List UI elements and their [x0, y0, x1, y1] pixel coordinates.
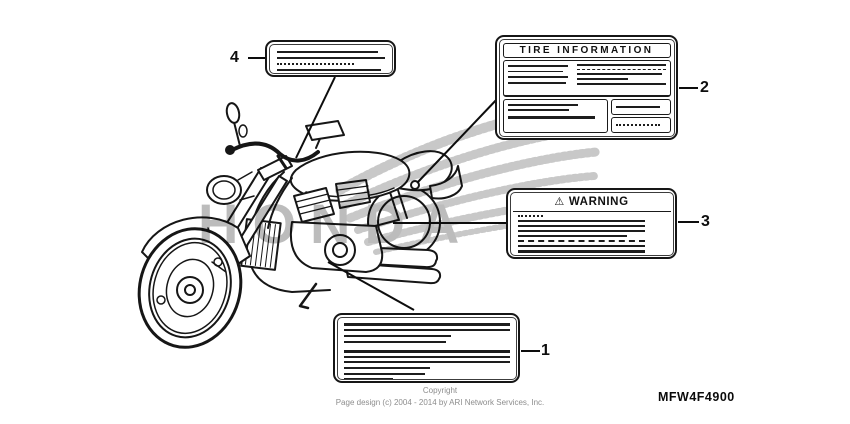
leader-line-4 [295, 76, 336, 159]
tire-information-bottom-right [610, 98, 671, 133]
tire-load-box-lines [615, 105, 666, 108]
caution-label-1-text-lines [343, 322, 510, 379]
tire-information-label: TIRE INFORMATION [495, 35, 678, 140]
motorcycle-line-art [137, 102, 463, 349]
warning-title-divider [512, 210, 671, 212]
copyright-line1: Copyright [422, 386, 458, 395]
callout-number-4: 4 [230, 49, 239, 66]
tire-information-inner: TIRE INFORMATION [498, 38, 675, 137]
leader-line-2 [416, 96, 500, 184]
tire-load-box [610, 98, 671, 115]
caution-label-1-inner [336, 316, 517, 380]
tire-spec-left-column [507, 63, 571, 93]
caution-label-4-text-lines [268, 43, 393, 74]
caution-label-4 [265, 40, 396, 77]
callout-number-3: 3 [701, 213, 710, 230]
warning-label-text-lines [511, 212, 673, 254]
tire-code-box-lines [615, 123, 666, 126]
warning-label-title: WARNING [568, 195, 629, 208]
tire-spec-right-column [576, 63, 666, 93]
leader-lines [248, 57, 699, 352]
warning-label: ⚠ WARNING [506, 188, 677, 259]
tire-information-bottom-row [502, 98, 671, 133]
callout-number-2: 2 [700, 79, 709, 96]
tire-information-title: TIRE INFORMATION [502, 42, 671, 58]
caution-label-1 [333, 313, 520, 383]
tire-pressure-box [502, 98, 608, 133]
warning-triangle-icon: ⚠ [554, 195, 565, 208]
callout-number-1: 1 [541, 342, 550, 359]
tire-information-body [502, 59, 671, 97]
leader-line-1 [327, 261, 415, 311]
copyright-line2: Page design (c) 2004 - 2014 by ARI Netwo… [335, 397, 545, 407]
warning-label-inner: ⚠ WARNING [509, 191, 674, 256]
diagram-part-code: MFW4F4900 [658, 390, 735, 404]
copyright-notice: Copyright Page design (c) 2004 - 2014 by… [290, 385, 590, 408]
warning-label-title-row: ⚠ WARNING [511, 194, 673, 210]
tire-code-box [610, 116, 671, 133]
